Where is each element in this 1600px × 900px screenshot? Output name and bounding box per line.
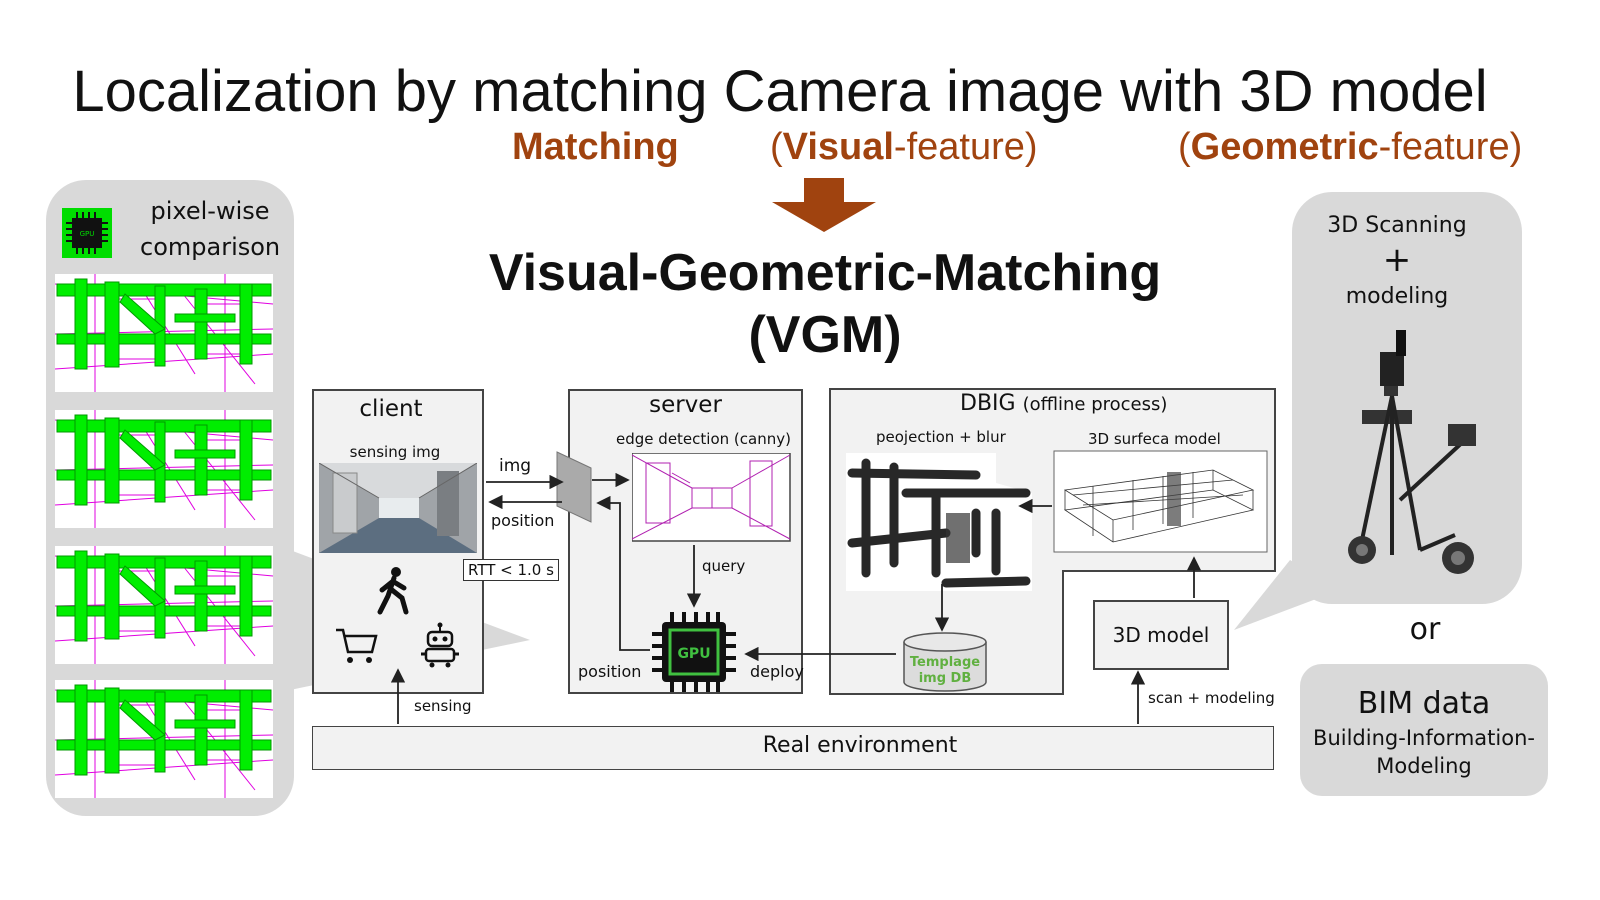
client-title: client: [359, 396, 423, 422]
vgm-heading: Visual-Geometric-Matching: [488, 244, 1162, 302]
corridor-photo: [319, 463, 477, 553]
projection-label: peojection + blur: [876, 428, 1006, 446]
pixel-wise-label: pixel-wise comparison: [140, 197, 281, 261]
edge-detection-label: edge detection (canny): [616, 430, 791, 448]
pedestrian-icon: [377, 567, 409, 615]
svg-text:GPU: GPU: [677, 646, 710, 662]
projection-blur-image: [846, 453, 1032, 591]
deploy-label: deploy: [750, 662, 804, 681]
gpu-chip-icon-small: GPU: [62, 208, 112, 258]
edge-image: [632, 453, 791, 542]
bim-line1: Building-Information-: [1313, 726, 1535, 750]
page-title: Localization by matching Camera image wi…: [72, 59, 1488, 124]
modeling-label: modeling: [1345, 284, 1449, 309]
vgm-abbrev: (VGM): [748, 306, 902, 364]
down-arrow-icon: [772, 178, 876, 232]
img-arrow-label: img: [499, 456, 532, 476]
svg-text:GPU: GPU: [80, 230, 95, 238]
query-label: query: [702, 557, 746, 575]
gpu-chip-icon: GPU: [652, 612, 736, 692]
surface-model-image: [1053, 450, 1268, 553]
right-panel: [1292, 192, 1522, 604]
or-label: or: [1409, 612, 1441, 647]
bim-title: BIM data: [1357, 686, 1491, 721]
real-environment-label: Real environment: [762, 733, 958, 758]
bim-line2: Modeling: [1376, 754, 1472, 778]
matching-label: Matching: [512, 126, 679, 168]
visual-feature-label: (Visual-feature): [770, 126, 1038, 168]
scan-modeling-label: scan + modeling: [1148, 689, 1275, 707]
3d-model-label: 3D model: [1112, 623, 1210, 647]
real-environment-bar: [312, 726, 1274, 770]
laser-scanner-trolley-icon: [1348, 330, 1476, 574]
rtt-label: RTT < 1.0 s: [463, 559, 559, 581]
robot-icon: [421, 622, 459, 668]
surface-model-label: 3D surfeca model: [1088, 430, 1221, 448]
server-title: server: [649, 392, 722, 418]
position-arrow-label: position: [491, 511, 555, 530]
right-callout: [1234, 560, 1340, 630]
plus-label: +: [1382, 240, 1412, 280]
server-position-label: position: [578, 662, 642, 681]
sensing-img-label: sensing img: [349, 443, 441, 461]
svg-text:Templage: Templage: [910, 655, 980, 670]
svg-text:img DB: img DB: [919, 671, 972, 686]
shopping-cart-icon: [336, 628, 378, 663]
template-db-icon: Templage img DB: [903, 632, 987, 692]
scanning-label: 3D Scanning: [1327, 213, 1467, 238]
sensing-label: sensing: [414, 697, 472, 715]
bim-panel: [1300, 664, 1548, 796]
dbig-title: DBIG (offline process): [960, 391, 1168, 416]
3d-model-box: [1093, 600, 1229, 670]
geometric-feature-label: (Geometric-feature): [1178, 126, 1523, 168]
